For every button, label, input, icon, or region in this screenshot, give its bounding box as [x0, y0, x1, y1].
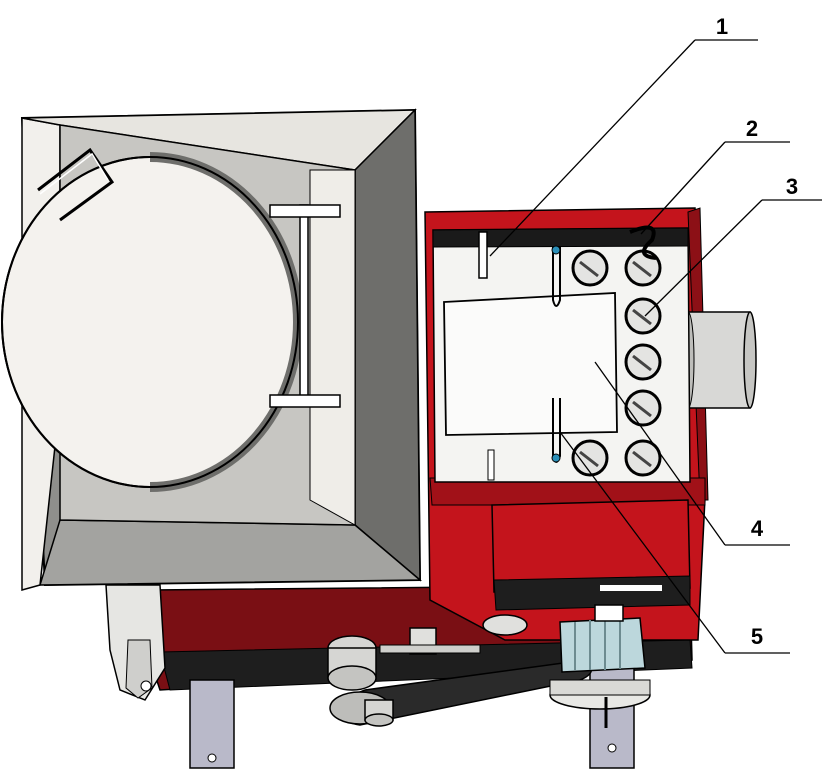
- callouts: 1 2 3 4 5: [489, 14, 822, 654]
- leader-line-3: [644, 199, 763, 317]
- leader-line-1: [489, 39, 696, 257]
- lower-box: [491, 499, 691, 611]
- callout-label-1: 1: [716, 14, 728, 39]
- callout-label-2: 2: [746, 116, 758, 141]
- drum-fittings: [571, 249, 662, 477]
- outlet-pipe: [681, 311, 757, 409]
- hooks: [487, 245, 561, 481]
- spiral-element: [629, 225, 657, 260]
- leader-line-5: [559, 431, 726, 654]
- callout-label-4: 4: [751, 516, 764, 541]
- leader-line-4: [594, 361, 726, 546]
- leader-line-2: [640, 141, 726, 235]
- hopper: [1, 108, 423, 591]
- drive-mechanism: [327, 604, 651, 728]
- screen-plate: [443, 292, 618, 436]
- callout-label-3: 3: [786, 174, 798, 199]
- pin: [478, 231, 488, 279]
- callout-label-5: 5: [751, 624, 763, 649]
- left-hanger: [105, 584, 166, 701]
